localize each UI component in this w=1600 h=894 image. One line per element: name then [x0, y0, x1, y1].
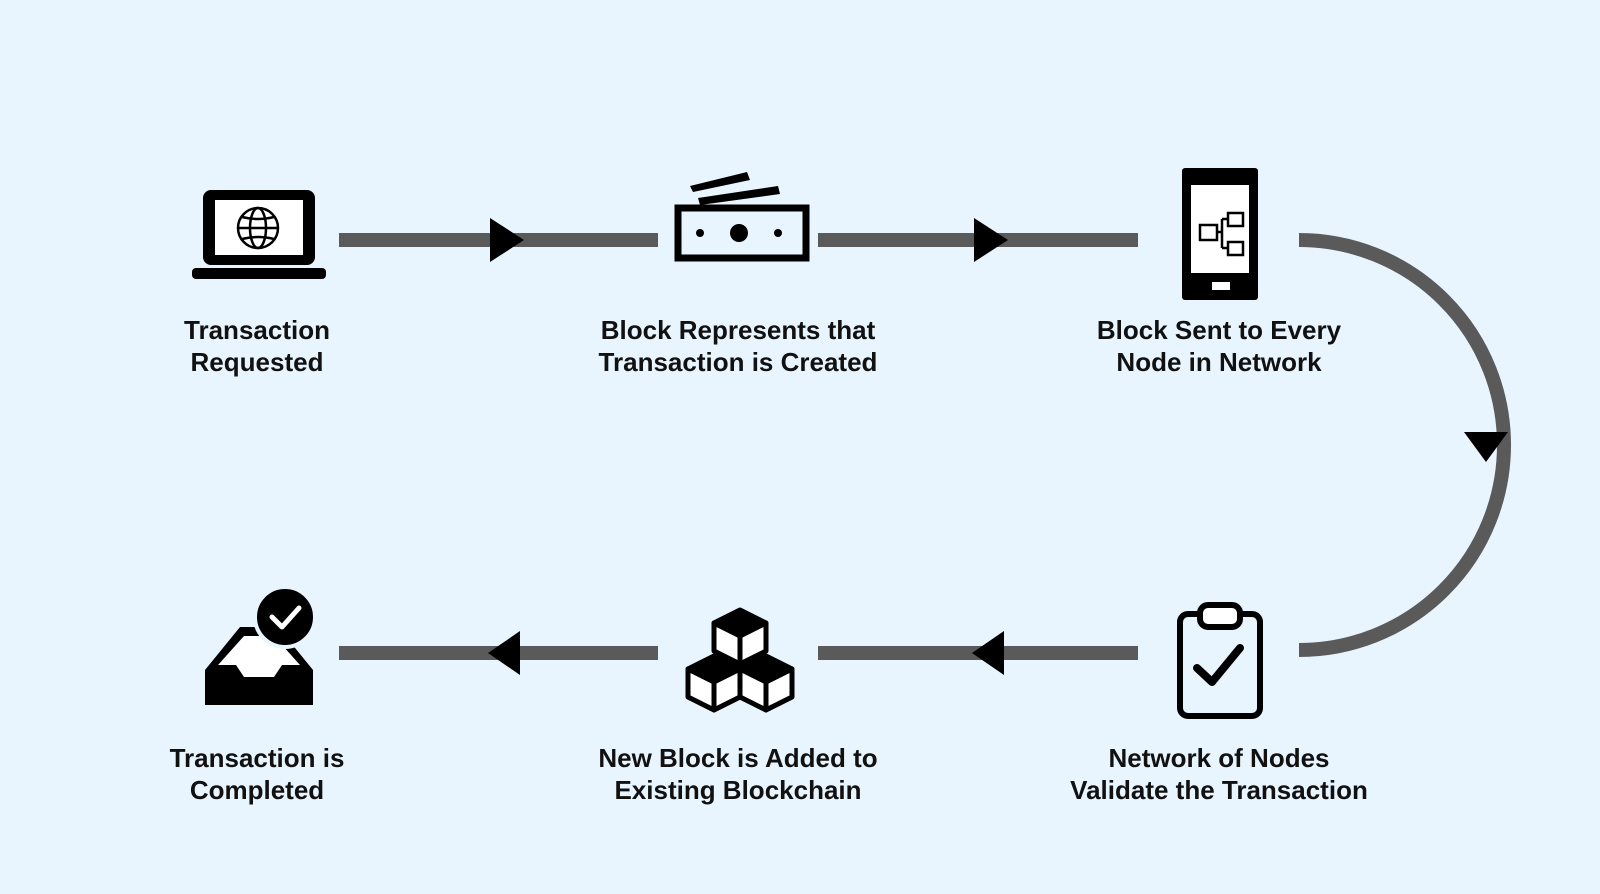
arrowhead-right [490, 218, 524, 262]
step-label-block-created: Block Represents that Transaction is Cre… [558, 314, 918, 378]
arrowhead-left [972, 631, 1004, 675]
label-line: New Block is Added to [598, 743, 878, 773]
cubes-icon [685, 607, 795, 713]
arrowhead-left [488, 631, 520, 675]
smartphone-network-icon [1182, 168, 1258, 300]
label-line: Node in Network [1116, 347, 1322, 377]
cube-right [737, 653, 795, 713]
globe-icon [236, 206, 280, 250]
connector-1-to-2 [339, 218, 658, 262]
label-line: Transaction is [169, 743, 345, 773]
connector-3-to-4-curve [1298, 233, 1511, 657]
label-line: Completed [189, 775, 325, 805]
inbox-check-icon [205, 585, 317, 705]
label-line: Block Represents that [600, 315, 876, 345]
arrowhead-down [1464, 432, 1508, 462]
laptop-globe-icon [192, 190, 326, 279]
check-badge-icon [253, 585, 317, 649]
step-label-transaction-completed: Transaction is Completed [77, 742, 437, 806]
arrowhead-right [974, 218, 1008, 262]
step-label-block-sent: Block Sent to Every Node in Network [1039, 314, 1399, 378]
checkmark-icon [269, 605, 302, 630]
step-label-nodes-validate: Network of Nodes Validate the Transactio… [1039, 742, 1399, 806]
connector-4-to-5 [818, 631, 1138, 675]
label-line: Network of Nodes [1108, 743, 1330, 773]
cube-left [685, 653, 743, 713]
label-line: Requested [190, 347, 324, 377]
clipboard-check-icon [1177, 602, 1263, 719]
cube-top [711, 607, 769, 667]
label-line: Transaction is Created [598, 347, 878, 377]
money-bill-icon [674, 172, 810, 262]
checkmark-icon [1193, 644, 1244, 686]
network-diagram-icon [1198, 211, 1245, 257]
label-line: Validate the Transaction [1070, 775, 1368, 805]
label-line: Existing Blockchain [614, 775, 862, 805]
connector-5-to-6 [339, 631, 658, 675]
step-label-transaction-requested: Transaction Requested [77, 314, 437, 378]
label-line: Transaction [184, 315, 330, 345]
step-label-block-added: New Block is Added to Existing Blockchai… [558, 742, 918, 806]
label-line: Block Sent to Every [1096, 315, 1342, 345]
connector-2-to-3 [818, 218, 1138, 262]
